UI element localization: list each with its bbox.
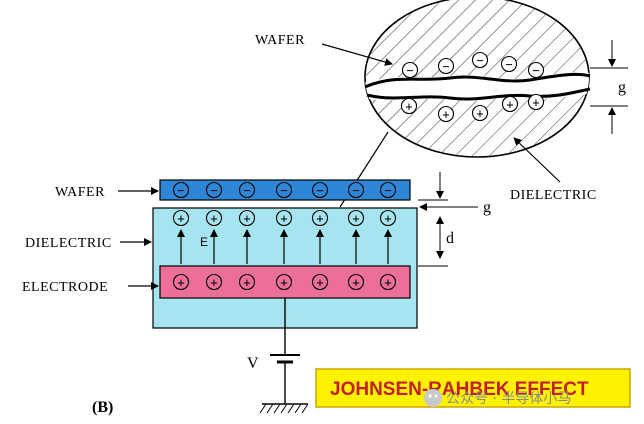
dielectric-positive-charge: + — [172, 209, 190, 227]
svg-text:−: − — [177, 184, 184, 198]
electrode-charges: + + + + + + + — [172, 273, 397, 291]
svg-text:+: + — [280, 212, 287, 226]
svg-text:−: − — [384, 184, 391, 198]
zoom-negative-charge: − — [437, 57, 455, 75]
field-label: E — [200, 235, 208, 249]
dielectric-positive-charge: + — [379, 209, 397, 227]
electrode-positive-charge: + — [205, 273, 223, 291]
svg-text:+: + — [384, 276, 391, 290]
svg-text:+: + — [316, 276, 323, 290]
wafer-label: WAFER — [55, 185, 105, 200]
zoom-negative-charge: − — [527, 61, 545, 79]
svg-text:+: + — [532, 96, 539, 110]
wafer-negative-charge: − — [311, 181, 329, 199]
dielectric-charges: + + + + + + + — [172, 209, 397, 227]
electrode-positive-charge: + — [379, 273, 397, 291]
dielectric-positive-charge: + — [347, 209, 365, 227]
zoom-wafer-pointer — [321, 43, 393, 66]
zoom-positive-charge: + — [400, 97, 418, 115]
wafer-negative-charge: − — [238, 181, 256, 199]
svg-text:+: + — [280, 276, 287, 290]
wafer-negative-charge: − — [347, 181, 365, 199]
zoom-dielectric-pointer — [513, 137, 561, 183]
dielectric-positive-charge: + — [238, 209, 256, 227]
thickness-label: d — [446, 230, 454, 247]
svg-text:+: + — [442, 108, 449, 122]
zoom-detail: − − − − − + + + + + — [364, 0, 591, 158]
main-gap-dimension: g — [418, 172, 491, 216]
svg-text:−: − — [316, 184, 323, 198]
zoom-gap-label: g — [618, 79, 626, 96]
zoom-positive-charge: + — [471, 104, 489, 122]
voltage-label: V — [247, 355, 259, 372]
zoom-negative-charge: − — [401, 61, 419, 79]
svg-text:+: + — [210, 212, 217, 226]
ground-symbol — [259, 403, 309, 414]
svg-text:+: + — [384, 212, 391, 226]
svg-text:+: + — [316, 212, 323, 226]
zoom-positive-charge: + — [527, 93, 545, 111]
svg-text:−: − — [476, 54, 483, 68]
electrode-positive-charge: + — [238, 273, 256, 291]
title-panel: JOHNSEN-RAHBEK EFFECT — [315, 368, 631, 408]
electrode-positive-charge: + — [311, 273, 329, 291]
zoom-negative-charge: − — [500, 55, 518, 73]
zoom-negative-charge: − — [471, 51, 489, 69]
svg-text:+: + — [352, 276, 359, 290]
wafer-block — [159, 179, 411, 201]
electrode-positive-charge: + — [172, 273, 190, 291]
svg-text:−: − — [243, 184, 250, 198]
svg-text:+: + — [352, 212, 359, 226]
figure-tag: (B) — [92, 399, 113, 416]
dielectric-positive-charge: + — [311, 209, 329, 227]
svg-text:−: − — [532, 64, 539, 78]
thickness-dimension: d — [418, 216, 454, 267]
wafer-surface-line — [364, 72, 591, 89]
zoom-positive-charge: + — [501, 95, 519, 113]
svg-text:+: + — [506, 98, 513, 112]
dielectric-surface-line — [366, 87, 591, 101]
electrode-label: ELECTRODE — [22, 280, 108, 295]
zoom-wafer-label: WAFER — [255, 33, 305, 48]
svg-text:−: − — [442, 60, 449, 74]
zoom-gap-dimension: g — [590, 40, 628, 134]
wafer-negative-charge: − — [205, 181, 223, 199]
wafer-negative-charge: − — [379, 181, 397, 199]
svg-text:−: − — [406, 64, 413, 78]
wafer-negative-charge: − — [275, 181, 293, 199]
svg-text:+: + — [177, 276, 184, 290]
svg-text:−: − — [280, 184, 287, 198]
svg-text:+: + — [243, 212, 250, 226]
wafer-charges: −−−−−−− — [172, 181, 397, 199]
voltage-source: V — [247, 298, 300, 404]
zoom-positive-charge: + — [437, 105, 455, 123]
zoom-dielectric-label: DIELECTRIC — [510, 188, 597, 203]
watermark-text: 公众号 · 半导体小马 — [446, 391, 571, 407]
electrode-positive-charge: + — [347, 273, 365, 291]
svg-text:−: − — [505, 58, 512, 72]
svg-text:+: + — [243, 276, 250, 290]
wafer-negative-charge: − — [172, 181, 190, 199]
main-gap-label: g — [483, 199, 491, 216]
dielectric-positive-charge: + — [205, 209, 223, 227]
svg-text:+: + — [405, 100, 412, 114]
svg-text:+: + — [476, 107, 483, 121]
dielectric-positive-charge: + — [275, 209, 293, 227]
svg-text:−: − — [352, 184, 359, 198]
svg-text:+: + — [210, 276, 217, 290]
electrode-positive-charge: + — [275, 273, 293, 291]
dielectric-label: DIELECTRIC — [25, 236, 112, 251]
field-arrows — [177, 229, 392, 264]
title-panel-text: JOHNSEN-RAHBEK EFFECT — [330, 379, 589, 400]
svg-text:−: − — [210, 184, 217, 198]
svg-text:+: + — [177, 212, 184, 226]
watermark: 公众号 · 半导体小马 — [424, 389, 571, 407]
